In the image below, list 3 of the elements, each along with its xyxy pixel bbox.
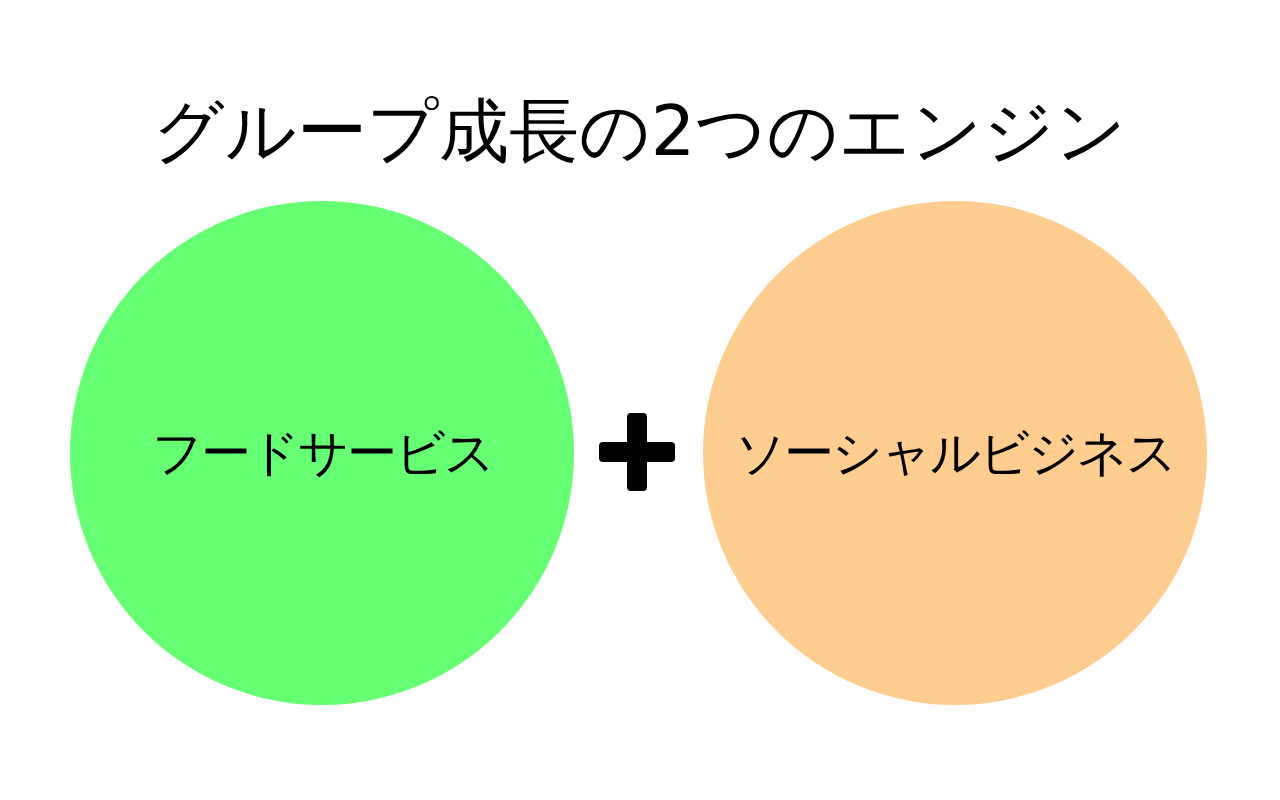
circle-label: ソーシャルビジネス: [735, 422, 1175, 484]
title: グループ成長の2つのエンジン: [152, 89, 1128, 174]
circle-label: フードサービス: [151, 422, 493, 484]
